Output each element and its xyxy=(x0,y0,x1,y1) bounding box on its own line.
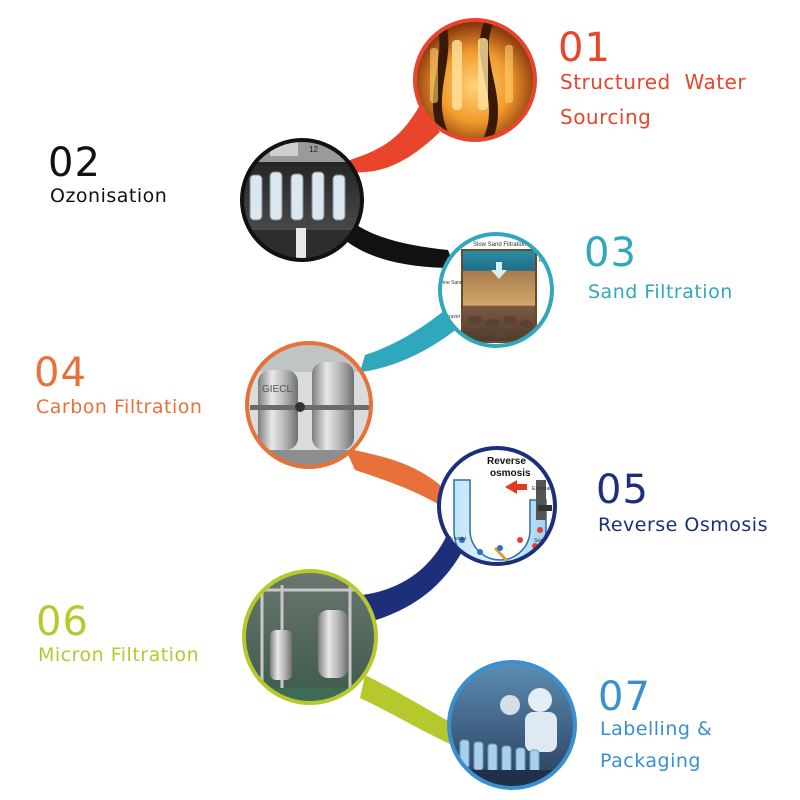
step-03-number: 03 xyxy=(584,230,637,276)
step-03-image: Slow Sand Filtration Raw Water In Fine S… xyxy=(438,232,554,348)
step-02-title: Ozonisation xyxy=(50,185,168,207)
machine-tag: 12 xyxy=(309,145,318,154)
connector-01-02 xyxy=(345,105,440,173)
step-06-title: Micron Filtration xyxy=(38,644,200,666)
step-07-image xyxy=(447,660,577,790)
step-05-number: 05 xyxy=(596,467,649,513)
connector-02-03 xyxy=(340,210,455,268)
step-06-image xyxy=(242,569,378,705)
ro-title-line2: osmosis xyxy=(490,468,531,479)
step-07-title-line1: Labelling & xyxy=(600,718,713,740)
connector-06-07 xyxy=(360,675,452,745)
step-07-number: 07 xyxy=(598,674,651,720)
connectors xyxy=(340,105,462,745)
step-01-image xyxy=(413,18,537,142)
step-05-image: Reverse osmosis Fresh water External pre… xyxy=(437,446,571,566)
sand-diagram-title: Slow Sand Filtration xyxy=(473,242,526,248)
step-01-number: 01 xyxy=(558,25,611,71)
step-01-title-line1: Structured Water xyxy=(560,70,747,94)
step-04-number: 04 xyxy=(34,350,87,396)
step-02-image: 12 xyxy=(240,138,364,262)
connector-04-05 xyxy=(345,448,445,508)
step-07-title-line2: Packaging xyxy=(600,750,701,772)
step-04-title: Carbon Filtration xyxy=(36,396,203,418)
sand-gravel-label: Gravel xyxy=(445,314,460,320)
sand-fine-sand-label: Fine Sand xyxy=(440,280,463,286)
ro-fresh-water-label: Fresh water xyxy=(440,536,467,542)
step-06-number: 06 xyxy=(36,599,89,645)
connector-03-04 xyxy=(360,310,458,372)
connector-05-06 xyxy=(362,535,462,622)
step-01-title-line2: Sourcing xyxy=(560,105,652,129)
tank-label: GIECL xyxy=(262,384,292,395)
ro-pressure-label: External pressure xyxy=(532,486,571,492)
ro-title-line1: Reverse xyxy=(487,456,526,467)
step-03-title: Sand Filtration xyxy=(588,281,733,303)
step-02-number: 02 xyxy=(48,140,101,186)
step-05-title: Reverse Osmosis xyxy=(598,514,768,536)
